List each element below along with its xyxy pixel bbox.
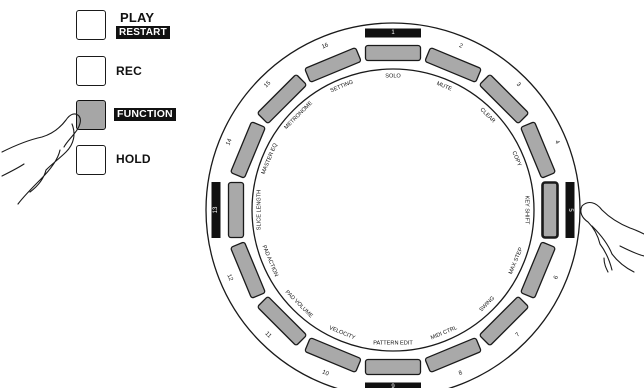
pad-15-number-text: 15 [263, 80, 272, 89]
rec-label: REC [116, 64, 142, 78]
pad-1[interactable] [364, 44, 422, 62]
pad-3-number: 3 [515, 82, 522, 89]
pad-14-surface[interactable] [230, 121, 266, 179]
pad-7[interactable] [479, 296, 529, 346]
right-hand-icon [580, 201, 644, 273]
pad-16-number-text: 16 [321, 42, 330, 50]
pad-4-number: 4 [553, 140, 560, 146]
pad-11-surface[interactable] [257, 296, 307, 346]
pad-12-number: 12 [225, 273, 233, 282]
pad-4-function-label: COPY [510, 150, 522, 167]
pad-13-number: 13 [211, 182, 221, 238]
pad-12[interactable] [230, 241, 266, 299]
pad-6-number: 6 [553, 274, 560, 280]
pad-3-number-text: 3 [515, 82, 522, 89]
pad-4-number-text: 4 [553, 140, 560, 146]
pad-8-number-text: 8 [458, 370, 464, 377]
hold-label: HOLD [116, 152, 151, 166]
pad-8[interactable] [424, 337, 482, 373]
pad-5[interactable] [541, 181, 559, 239]
ring-inner-edge [251, 68, 535, 352]
pad-7-number-text: 7 [515, 331, 522, 338]
pad-16-number: 16 [321, 42, 330, 50]
pad-13-number-text: 13 [213, 206, 219, 213]
pad-6-number-text: 6 [553, 274, 560, 280]
restart-label: RESTART [116, 26, 170, 39]
pad-11-number-text: 11 [264, 331, 273, 340]
pad-16-surface[interactable] [304, 47, 362, 83]
play-label: PLAY [120, 10, 155, 25]
pad-14-number-text: 14 [225, 137, 233, 146]
pad-4-surface[interactable] [520, 121, 556, 179]
pad-1-number-text: 1 [391, 30, 395, 36]
pad-4[interactable] [520, 121, 556, 179]
pad-7-number: 7 [515, 331, 522, 338]
pad-13-function-label: SLICE LENGTH [257, 190, 263, 230]
pad-5-surface[interactable] [541, 181, 559, 239]
pad-8-surface[interactable] [424, 337, 482, 373]
pad-5-function-label: KEY SHIFT [523, 196, 529, 225]
pad-9-number-text: 9 [391, 384, 395, 388]
pad-13-surface[interactable] [227, 181, 245, 239]
pad-6-surface[interactable] [520, 241, 556, 299]
pad-1-function-label: SOLO [385, 74, 401, 80]
pad-10-surface[interactable] [304, 337, 362, 373]
pad-7-surface[interactable] [479, 296, 529, 346]
pad-13[interactable] [227, 181, 245, 239]
pad-9-surface[interactable] [364, 358, 422, 376]
pad-2-number: 2 [458, 43, 464, 50]
pad-1-number-highlight [365, 28, 421, 38]
pad-2-surface[interactable] [424, 47, 482, 83]
function-button[interactable] [76, 100, 106, 130]
function-label: FUNCTION [114, 108, 176, 121]
pad-6[interactable] [520, 241, 556, 299]
pad-3[interactable] [479, 74, 529, 124]
pad-2-function-label: MUTE [436, 81, 453, 93]
left-hand-icon [1, 113, 81, 205]
pad-2[interactable] [424, 47, 482, 83]
pad-15[interactable] [257, 74, 307, 124]
pad-16[interactable] [304, 47, 362, 83]
pad-2-number-text: 2 [458, 43, 464, 50]
pad-15-number: 15 [263, 80, 272, 89]
pad-9-number-highlight [365, 382, 421, 388]
pad-12-number-text: 12 [225, 273, 233, 282]
pad-14[interactable] [230, 121, 266, 179]
pad-14-number: 14 [225, 137, 233, 146]
pad-10[interactable] [304, 337, 362, 373]
pad-12-surface[interactable] [230, 241, 266, 299]
pad-11[interactable] [257, 296, 307, 346]
pad-11-number: 11 [264, 331, 273, 340]
pad-5-number-text: 5 [567, 208, 573, 212]
pad-3-surface[interactable] [479, 74, 529, 124]
pad-8-number: 8 [458, 370, 464, 377]
rec-button[interactable] [76, 56, 106, 86]
pad-9-number: 9 [365, 382, 421, 388]
pad-1-surface[interactable] [364, 44, 422, 62]
play-button[interactable] [76, 10, 106, 40]
pad-10-number-text: 10 [321, 369, 330, 377]
pad-5-number-highlight [565, 182, 575, 238]
pad-9-function-label: PATTERN EDIT [373, 340, 413, 346]
pad-13-number-highlight [211, 182, 221, 238]
pad-5-number: 5 [565, 182, 575, 238]
hold-button[interactable] [76, 145, 106, 175]
pad-15-surface[interactable] [257, 74, 307, 124]
pad-1-number: 1 [365, 28, 421, 38]
pad-10-number: 10 [321, 369, 330, 377]
pad-9[interactable] [364, 358, 422, 376]
